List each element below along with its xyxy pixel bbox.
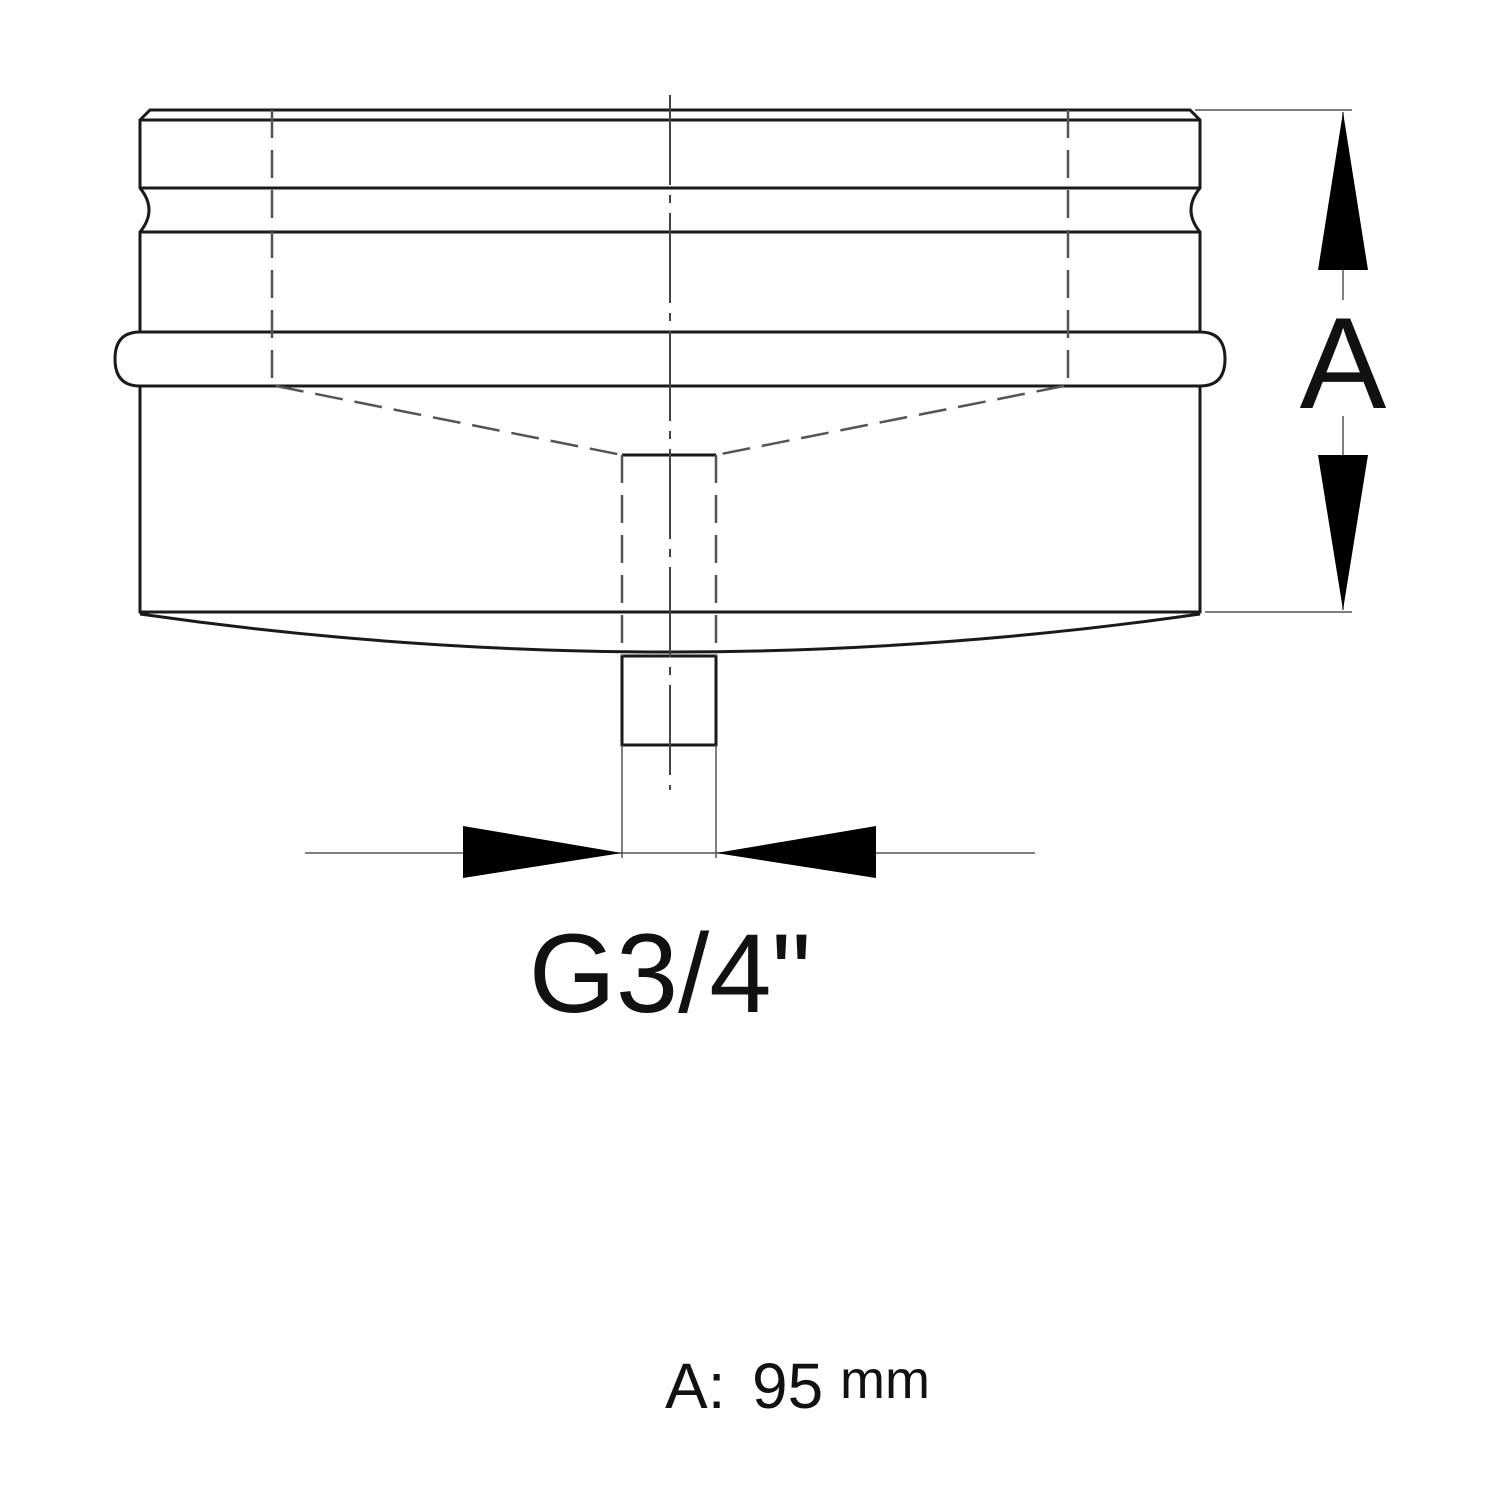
height-dimension: A [1195,109,1390,613]
legend-key: A: [665,1350,725,1422]
legend-value: 95 [752,1350,823,1422]
dimension-arrow-icon [716,826,876,878]
height-label: A [1300,290,1387,436]
dimension-arrow-icon [1318,112,1368,270]
dimension-arrow-icon [1318,455,1368,610]
dimension-legend: A: 95 mm [665,1350,930,1422]
thread-size-label: G3/4" [529,911,812,1036]
dimension-arrow-icon [463,826,622,878]
thread-dimension: G3/4" [305,745,1035,1036]
legend-unit: mm [840,1350,930,1410]
hidden-lines [270,110,1070,656]
